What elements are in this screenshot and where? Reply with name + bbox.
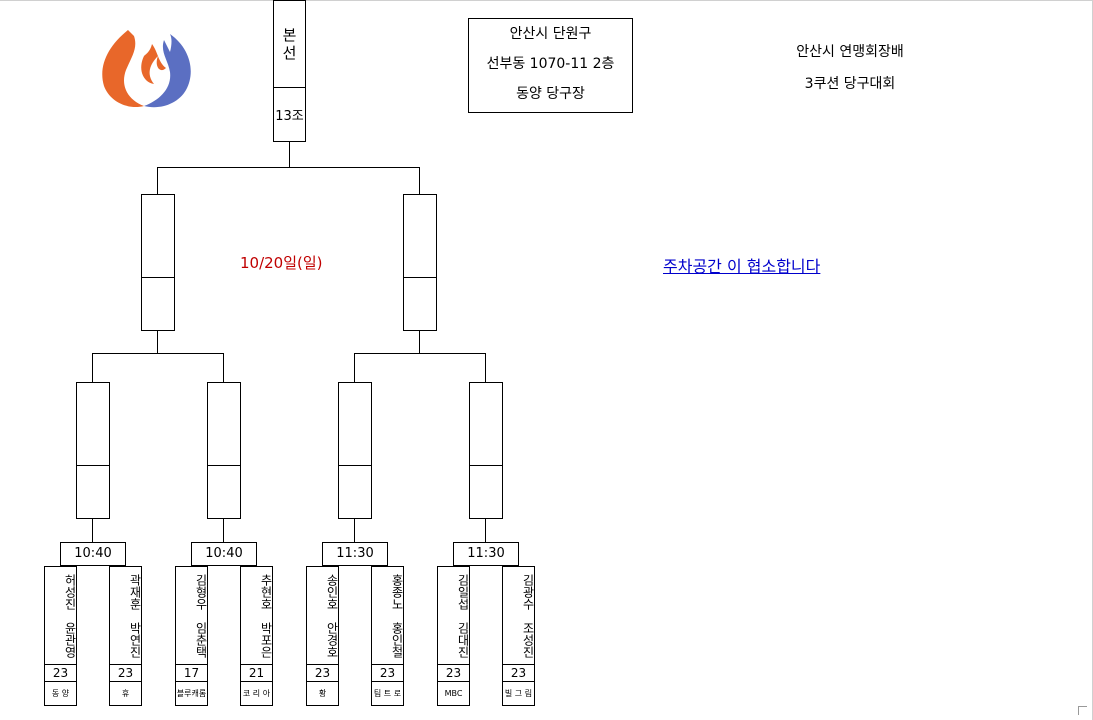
stage-title-char: 본 — [282, 26, 297, 44]
match-time: 10:40 — [60, 542, 126, 566]
player-card: 송인호 안경호 23 황 — [306, 566, 339, 706]
player-name: 윤관영 — [63, 622, 77, 658]
player-name: 홍인철 — [390, 622, 404, 658]
parking-note-link[interactable]: 주차공간 이 협소합니다 — [663, 257, 821, 276]
bracket-line — [92, 353, 224, 354]
event-title-line: 안산시 연맹회장배 — [796, 44, 904, 60]
player-name: 홍종노 — [390, 574, 404, 610]
player-name: 김형우 — [194, 574, 208, 610]
match-time: 11:30 — [453, 542, 519, 566]
event-title-line: 3쿠션 당구대회 — [804, 76, 896, 92]
page-corner-mark — [1078, 706, 1087, 715]
bracket-line — [92, 353, 93, 382]
player-club: 코 리 아 — [242, 688, 271, 698]
player-score: 23 — [438, 664, 469, 682]
bracket-line — [92, 518, 93, 542]
match-time: 10:40 — [191, 542, 257, 566]
player-club: 빌 그 림 — [504, 688, 533, 698]
address-line: 선부동 1070-11 2층 — [486, 56, 615, 72]
player-club: 팀 트 로 — [373, 688, 402, 698]
match-time: 11:30 — [322, 542, 388, 566]
player-score: 23 — [307, 664, 338, 682]
player-name: 김일섭 — [456, 574, 470, 610]
address-line: 동양 당구장 — [516, 86, 585, 102]
event-title: 안산시 연맹회장배 3쿠션 당구대회 — [740, 36, 960, 100]
player-name: 허성진 — [63, 574, 77, 610]
player-score: 23 — [45, 664, 76, 682]
player-name: 박포은 — [259, 622, 273, 658]
bracket-line — [223, 518, 224, 542]
quarterfinal-box — [469, 382, 503, 519]
player-score: 23 — [372, 664, 403, 682]
player-score: 21 — [241, 664, 272, 682]
player-score: 23 — [110, 664, 141, 682]
bracket-line — [485, 353, 486, 382]
player-card: 허성진 윤관영 23 동 양 — [44, 566, 77, 706]
player-name: 박연진 — [128, 622, 142, 658]
bracket-stage-title: 본 선 — [273, 0, 306, 88]
player-name: 곽재훈 — [128, 574, 142, 610]
bracket-line — [419, 330, 420, 354]
quarterfinal-box — [76, 382, 110, 519]
player-card: 곽재훈 박연진 23 휴 — [109, 566, 142, 706]
bracket-line — [157, 167, 420, 168]
match-date: 10/20일(일) — [240, 254, 323, 272]
player-card: 김형우 임춘택 17 블루캐롬 — [175, 566, 208, 706]
bracket-line — [289, 142, 290, 168]
bracket-line — [354, 518, 355, 542]
player-card: 홍종노 홍인철 23 팀 트 로 — [371, 566, 404, 706]
player-club: MBC — [444, 688, 463, 698]
player-score: 23 — [503, 664, 534, 682]
semifinal-box-right — [403, 194, 437, 331]
stage-title-char: 선 — [282, 44, 297, 62]
logo-emblem — [102, 30, 191, 108]
bracket-line — [157, 330, 158, 354]
player-club: 황 — [318, 688, 327, 698]
player-card: 추현호 박포은 21 코 리 아 — [240, 566, 273, 706]
quarterfinal-box — [207, 382, 241, 519]
bracket-line — [485, 518, 486, 542]
player-club: 동 양 — [51, 688, 70, 698]
bracket-line — [419, 167, 420, 194]
player-score: 17 — [176, 664, 207, 682]
semifinal-box-left — [141, 194, 175, 331]
player-club: 블루캐롬 — [176, 688, 207, 698]
bracket-line — [354, 353, 486, 354]
bracket-line — [157, 167, 158, 194]
group-label: 13조 — [273, 88, 306, 142]
player-name: 안경호 — [325, 622, 339, 658]
player-name: 김광수 — [521, 574, 535, 610]
player-name: 조성진 — [521, 622, 535, 658]
sheet-top-border — [0, 0, 1093, 1]
player-name: 추현호 — [259, 574, 273, 610]
player-name: 임춘택 — [194, 622, 208, 658]
address-line: 안산시 단원구 — [509, 26, 592, 42]
player-card: 김일섭 김대진 23 MBC — [437, 566, 470, 706]
bracket-line — [354, 353, 355, 382]
quarterfinal-box — [338, 382, 372, 519]
player-card: 김광수 조성진 23 빌 그 림 — [502, 566, 535, 706]
venue-address-box: 안산시 단원구 선부동 1070-11 2층 동양 당구장 — [468, 18, 633, 113]
player-club: 휴 — [121, 688, 130, 698]
player-name: 김대진 — [456, 622, 470, 658]
bracket-line — [223, 353, 224, 382]
player-name: 송인호 — [325, 574, 339, 610]
